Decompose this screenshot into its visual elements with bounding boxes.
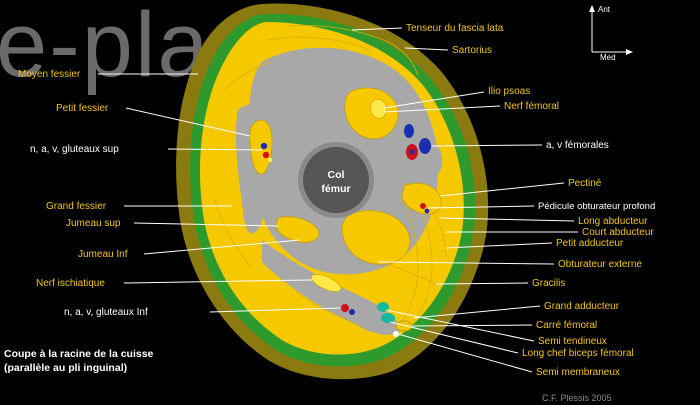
label-semi-membraneux: Semi membraneux	[536, 367, 620, 378]
label-grand-fessier: Grand fessier	[46, 201, 107, 212]
caption-line1: Coupe à la racine de la cuisse	[4, 348, 154, 360]
anatomy-labels: Tenseur du fascia lata Sartorius Moyen f…	[18, 23, 655, 378]
orientation-indicator: Ant Med	[589, 5, 633, 62]
obturator-artery	[420, 203, 426, 209]
label-petit-adducteur: Petit adducteur	[556, 238, 624, 249]
superior-gluteal-vein	[260, 142, 268, 150]
leader-av-femorales	[431, 144, 543, 147]
leader-long-abducteur	[439, 217, 575, 222]
label-petit-fessier: Petit fessier	[56, 103, 109, 114]
leader-jumeau-sup	[133, 222, 279, 227]
biceps-tendon	[381, 313, 395, 323]
leader-lines	[98, 27, 578, 373]
label-grand-adducteur: Grand adducteur	[544, 301, 620, 312]
leader-gluteaux-inf	[209, 307, 341, 313]
leader-nerf-femoral	[383, 105, 501, 113]
superior-gluteal-nerve	[267, 157, 273, 163]
femur-label-line1: Col	[328, 169, 345, 181]
leader-petit-fessier	[125, 107, 251, 137]
credit-text: C.F. Plessis 2005	[542, 393, 612, 403]
label-jumeau-sup: Jumeau sup	[66, 218, 121, 229]
femur-medulla	[303, 147, 369, 213]
leader-pedicule	[427, 205, 535, 209]
leader-obturateur-externe	[377, 261, 555, 265]
anterior-label: Ant	[598, 5, 611, 14]
leader-semi-membraneux	[397, 333, 533, 373]
label-sartorius: Sartorius	[452, 45, 492, 56]
gluteus-medius-boundary	[224, 61, 273, 91]
leader-grand-adducteur	[413, 305, 541, 319]
femoral-nerve	[370, 99, 387, 119]
femur-label-line2: fémur	[321, 183, 350, 195]
label-semi-tendineux: Semi tendineux	[538, 336, 607, 347]
sciatic-nerve	[310, 274, 342, 292]
leader-petit-adducteur	[445, 242, 553, 249]
anterior-arrowhead-icon	[589, 5, 595, 12]
medial-arrowhead-icon	[626, 49, 633, 55]
leader-gracilis	[435, 282, 529, 285]
tensor-boundary	[267, 36, 371, 51]
label-tenseur: Tenseur du fascia lata	[406, 23, 504, 34]
femoral-vein-1	[404, 124, 414, 138]
femoral-vein-2	[419, 138, 431, 154]
leader-jumeau-inf	[143, 239, 301, 255]
ischial-marker	[393, 331, 399, 337]
leader-gluteaux-sup	[167, 148, 263, 151]
label-pectine: Pectiné	[568, 178, 602, 189]
quadratus-boundary	[295, 291, 363, 327]
label-jumeau-inf: Jumeau Inf	[78, 249, 128, 260]
label-gracilis: Gracilis	[532, 278, 565, 289]
sartorius-boundary	[287, 25, 419, 77]
superior-gluteal-artery	[262, 151, 270, 159]
pectineus-muscle	[401, 182, 442, 215]
label-moyen-fessier: Moyen fessier	[18, 69, 81, 80]
label-long-chef-biceps: Long chef biceps fémoral	[522, 348, 634, 359]
leader-long-chef-biceps	[389, 321, 519, 354]
label-gluteaux-inf: n, a, v, gluteaux Inf	[64, 307, 148, 318]
leader-sartorius	[404, 47, 449, 51]
obturator-externus-muscle	[341, 210, 411, 265]
medial-label: Med	[600, 53, 616, 62]
inferior-gluteal-vein	[349, 309, 355, 315]
leader-ilio-psoas	[383, 91, 485, 109]
adductor-boundary-3	[399, 199, 419, 323]
label-nerf-femoral: Nerf fémoral	[504, 101, 559, 112]
semimembranosus-muscle	[395, 320, 413, 332]
label-gluteaux-sup: n, a, v, gluteaux sup	[30, 144, 119, 155]
leader-carre-femoral	[411, 324, 533, 327]
gluteus-maximus-boundary	[214, 199, 253, 269]
leader-semi-tendineux	[385, 309, 535, 342]
label-av-femorales: a, v fémorales	[546, 140, 609, 151]
femur-neck: Col fémur	[298, 142, 374, 218]
label-court-abducteur: Court abducteur	[582, 227, 654, 238]
semitendinosus-tendon	[377, 302, 389, 312]
leader-nerf-ischiatique	[123, 279, 313, 284]
label-long-abducteur: Long abducteur	[578, 216, 648, 227]
femoral-artery-lumen	[409, 149, 415, 155]
septum-femoral	[392, 110, 443, 177]
gemellus-muscle	[275, 216, 320, 243]
leader-tenseur	[351, 27, 403, 31]
label-pedicule: Pédicule obturateur profond	[538, 201, 655, 212]
label-carre-femoral: Carré fémoral	[536, 320, 597, 331]
obturator-vein	[424, 208, 430, 214]
label-nerf-ischiatique: Nerf ischiatique	[36, 278, 105, 289]
label-obturateur-externe: Obturateur externe	[558, 259, 642, 270]
gluteus-minimus-muscle	[249, 119, 273, 175]
label-ilio-psoas: Ilio psoas	[488, 86, 530, 97]
inferior-gluteal-artery	[341, 304, 349, 312]
caption-line2: (parallèle au pli inguinal)	[4, 362, 127, 374]
ilio-psoas-muscle	[344, 87, 399, 140]
leader-pectine	[439, 182, 565, 197]
